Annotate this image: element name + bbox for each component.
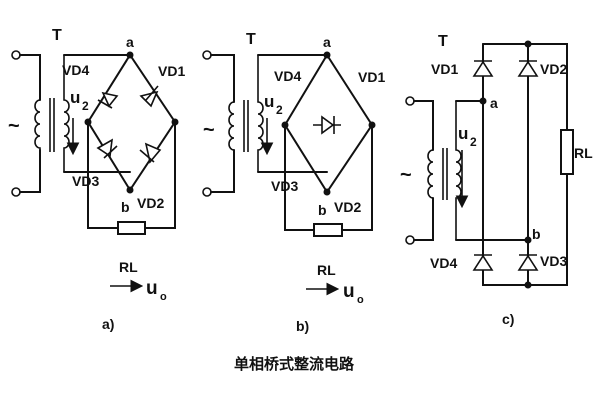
right-bottom-bus	[482, 43, 568, 286]
secondary-coil	[455, 101, 462, 240]
input-terminal-bottom	[11, 187, 21, 197]
input-terminal-top	[405, 96, 415, 106]
label-u-sub: 2	[276, 103, 283, 117]
ac-symbol: ~	[400, 164, 412, 186]
secondary-coil	[63, 55, 70, 172]
input-terminal-top	[11, 50, 21, 60]
primary-coil	[228, 101, 235, 151]
ac-symbol: ~	[8, 115, 20, 137]
label-uo-sub: o	[160, 291, 167, 303]
primary-lead-bottom	[210, 149, 235, 193]
panel-a: T a b VD4 VD1 VD3 VD2 u 2 ~ RL u o a)	[8, 27, 185, 332]
load-resistor	[560, 129, 574, 175]
bridge-diode-symbol	[313, 115, 341, 135]
input-terminal-bottom	[202, 187, 212, 197]
node-a	[126, 51, 134, 59]
label-vd2: VD2	[540, 61, 567, 77]
label-rl: RL	[317, 262, 336, 278]
label-vd1: VD1	[158, 63, 185, 79]
label-b: b	[121, 199, 130, 215]
sublabel-c: c)	[502, 311, 514, 327]
label-T: T	[52, 27, 62, 44]
vd3-diode	[517, 254, 539, 271]
sublabel-b: b)	[296, 318, 309, 334]
label-b: b	[532, 226, 541, 242]
node-top	[524, 40, 532, 48]
label-vd3: VD3	[540, 253, 567, 269]
primary-lead-bottom	[413, 197, 434, 241]
load-wires	[87, 121, 176, 229]
label-vd4: VD4	[430, 255, 457, 271]
primary-coil	[427, 149, 434, 199]
label-vd3: VD3	[271, 178, 298, 194]
load-resistor	[117, 221, 146, 235]
load-resistor	[313, 223, 343, 237]
label-uo: u	[343, 281, 355, 302]
vd1-diode	[139, 85, 159, 108]
label-vd3: VD3	[72, 173, 99, 189]
node-b	[126, 186, 134, 194]
load-wires	[284, 124, 373, 231]
vd3-diode	[96, 138, 118, 159]
label-a: a	[126, 34, 134, 50]
label-T: T	[246, 31, 256, 48]
label-vd4: VD4	[62, 62, 89, 78]
primary-lead-top	[210, 54, 235, 103]
panel-b: T a b VD4 VD1 VD3 VD2 u 2 ~ RL u o b)	[202, 31, 385, 334]
ac-symbol: ~	[203, 119, 215, 141]
vd2-diode	[139, 142, 162, 164]
label-T: T	[438, 33, 448, 50]
input-terminal-top	[202, 50, 212, 60]
label-u-sub: 2	[470, 135, 477, 149]
label-u: u	[70, 88, 80, 107]
label-vd1: VD1	[431, 61, 458, 77]
label-uo: u	[146, 278, 158, 299]
label-vd4: VD4	[274, 68, 301, 84]
primary-lead-top	[413, 100, 434, 151]
label-u-sub: 2	[82, 99, 89, 113]
vd2-diode	[517, 60, 539, 77]
primary-lead-bottom	[19, 149, 41, 193]
figure-caption: 单相桥式整流电路	[234, 355, 355, 373]
vd4-diode	[97, 91, 119, 109]
top-bus	[482, 43, 568, 131]
node-a	[323, 51, 331, 59]
label-vd1: VD1	[358, 69, 385, 85]
node-b	[524, 236, 532, 244]
node-b	[323, 188, 331, 196]
node-bottom	[524, 281, 532, 289]
label-a: a	[323, 34, 331, 50]
label-uo-sub: o	[357, 294, 364, 306]
input-terminal-bottom	[405, 235, 415, 245]
label-rl: RL	[119, 259, 138, 275]
label-rl: RL	[574, 145, 593, 161]
panel-c: T a b VD1 VD2 VD4 VD3 u 2 RL ~ c)	[400, 33, 593, 327]
vd1-diode	[472, 60, 494, 77]
label-u: u	[264, 92, 274, 111]
node-a	[479, 97, 487, 105]
primary-lead-top	[19, 54, 41, 101]
label-a: a	[490, 95, 498, 111]
vd4-diode	[472, 254, 494, 271]
sublabel-a: a)	[102, 316, 114, 332]
primary-coil	[34, 99, 41, 150]
secondary-coil	[257, 55, 264, 172]
label-vd2: VD2	[334, 199, 361, 215]
label-u: u	[458, 124, 468, 143]
label-b: b	[318, 202, 327, 218]
label-vd2: VD2	[137, 195, 164, 211]
